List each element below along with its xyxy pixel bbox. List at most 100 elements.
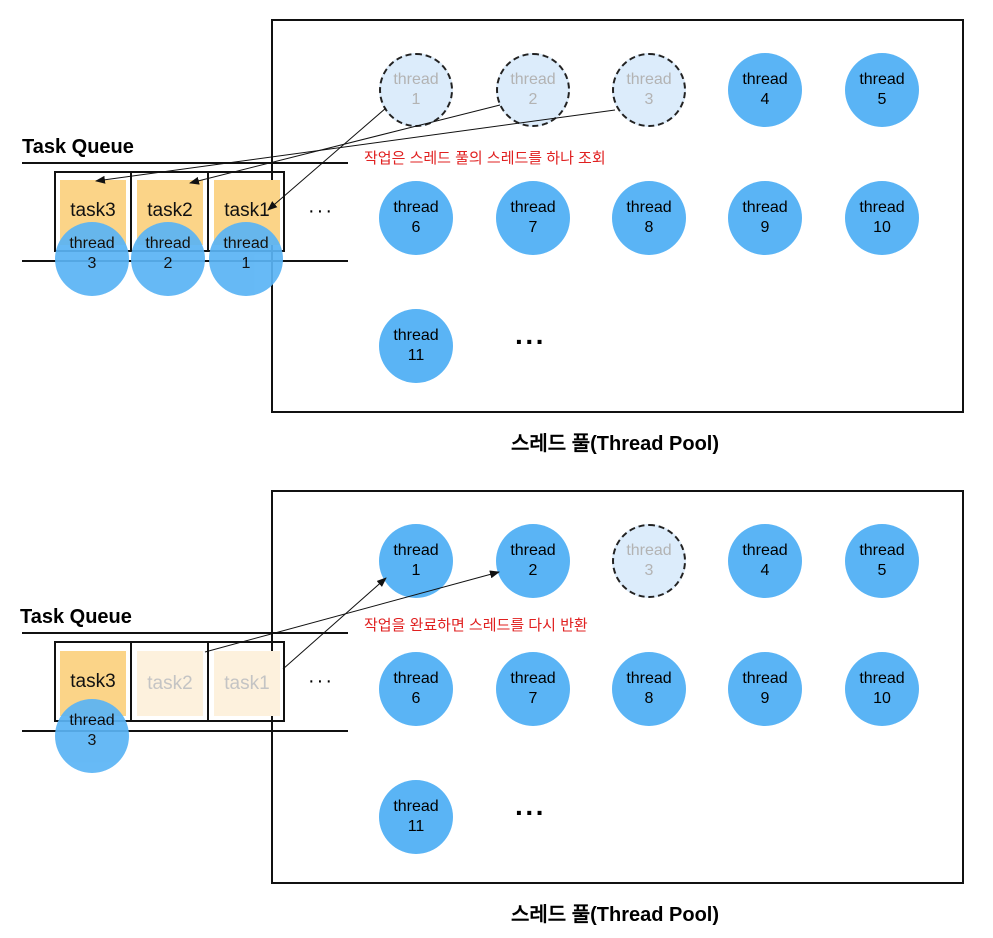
pool-thread-2: thread 2 bbox=[496, 53, 570, 127]
thread-number: 7 bbox=[528, 690, 538, 707]
pool-thread-8: thread 8 bbox=[612, 181, 686, 255]
thread-label: thread bbox=[742, 542, 788, 559]
thread-label: thread bbox=[510, 71, 556, 88]
thread-number: 9 bbox=[760, 690, 770, 707]
thread-label: thread bbox=[742, 71, 788, 88]
pool-thread-4: thread 4 bbox=[728, 53, 802, 127]
thread-label: thread bbox=[393, 670, 439, 687]
pool-thread-11: thread 11 bbox=[379, 780, 453, 854]
thread-label: thread bbox=[393, 199, 439, 216]
task-label: task1 bbox=[224, 672, 270, 694]
pool-thread-7: thread 7 bbox=[496, 652, 570, 726]
thread-label: thread bbox=[510, 542, 556, 559]
thread-number: 7 bbox=[528, 219, 538, 236]
queue-divider bbox=[54, 641, 132, 722]
thread-label: thread bbox=[626, 199, 672, 216]
pool-caption: 스레드 풀(Thread Pool) bbox=[510, 433, 720, 455]
thread-number: 6 bbox=[411, 690, 421, 707]
pool-thread-2: thread 2 bbox=[496, 524, 570, 598]
thread-label: thread bbox=[742, 199, 788, 216]
thread-number: 2 bbox=[528, 562, 538, 579]
queue-thread-3: thread 3 bbox=[55, 699, 129, 773]
pool-caption: 스레드 풀(Thread Pool) bbox=[510, 904, 720, 926]
thread-label: thread bbox=[626, 71, 672, 88]
pool-thread-10: thread 10 bbox=[845, 652, 919, 726]
task-card-task2: task2 bbox=[137, 651, 203, 716]
queue-title: Task Queue bbox=[20, 606, 132, 628]
pool-thread-9: thread 9 bbox=[728, 652, 802, 726]
thread-label: thread bbox=[626, 670, 672, 687]
thread-number: 1 bbox=[411, 91, 421, 108]
task-card-task1: task1 bbox=[214, 651, 280, 716]
thread-number: 6 bbox=[411, 219, 421, 236]
pool-thread-7: thread 7 bbox=[496, 181, 570, 255]
thread-label: thread bbox=[742, 670, 788, 687]
pool-thread-3: thread 3 bbox=[612, 524, 686, 598]
task-label: task3 bbox=[70, 671, 116, 692]
thread-number: 10 bbox=[873, 690, 891, 707]
queue-divider bbox=[131, 641, 209, 722]
pool-thread-3: thread 3 bbox=[612, 53, 686, 127]
queue-thread-3: thread 3 bbox=[55, 222, 129, 296]
annotation-text: 작업을 완료하면 스레드를 다시 반환 bbox=[364, 617, 588, 634]
thread-label: thread bbox=[393, 327, 439, 344]
thread-number: 11 bbox=[407, 347, 425, 364]
thread-number: 4 bbox=[760, 91, 770, 108]
queue-title: Task Queue bbox=[22, 136, 134, 158]
queue-top-line bbox=[22, 632, 348, 634]
thread-number: 2 bbox=[528, 91, 538, 108]
pool-thread-8: thread 8 bbox=[612, 652, 686, 726]
thread-number: 4 bbox=[760, 562, 770, 579]
queue-divider bbox=[54, 171, 132, 252]
task-label: task3 bbox=[70, 200, 116, 221]
thread-number: 3 bbox=[644, 91, 654, 108]
thread-label: thread bbox=[393, 71, 439, 88]
thread-label: thread bbox=[393, 798, 439, 815]
queue-thread-2: thread 2 bbox=[131, 222, 205, 296]
queue-ellipsis: ··· bbox=[308, 200, 334, 222]
queue-ellipsis: ··· bbox=[308, 670, 334, 692]
thread-number: 10 bbox=[873, 219, 891, 236]
annotation-text: 작업은 스레드 풀의 스레드를 하나 조회 bbox=[364, 150, 606, 167]
thread-number: 2 bbox=[163, 255, 173, 272]
pool-thread-9: thread 9 bbox=[728, 181, 802, 255]
thread-label: thread bbox=[69, 235, 115, 252]
thread-label: thread bbox=[393, 542, 439, 559]
pool-ellipsis: ··· bbox=[515, 797, 546, 828]
pool-ellipsis: ··· bbox=[515, 326, 546, 357]
thread-label: thread bbox=[69, 712, 115, 729]
thread-number: 1 bbox=[241, 255, 251, 272]
pool-thread-6: thread 6 bbox=[379, 181, 453, 255]
thread-label: thread bbox=[859, 670, 905, 687]
thread-label: thread bbox=[859, 199, 905, 216]
pool-thread-6: thread 6 bbox=[379, 652, 453, 726]
queue-thread-1: thread 1 bbox=[209, 222, 283, 296]
pool-thread-5: thread 5 bbox=[845, 524, 919, 598]
queue-slots bbox=[54, 641, 285, 722]
thread-number: 8 bbox=[644, 219, 654, 236]
queue-top-line bbox=[22, 162, 348, 164]
thread-label: thread bbox=[626, 542, 672, 559]
thread-label: thread bbox=[223, 235, 269, 252]
queue-bottom-line bbox=[22, 730, 348, 732]
thread-label: thread bbox=[510, 199, 556, 216]
pool-thread-1: thread 1 bbox=[379, 524, 453, 598]
task-label: task1 bbox=[224, 200, 270, 221]
thread-number: 8 bbox=[644, 690, 654, 707]
thread-number: 11 bbox=[407, 818, 425, 835]
thread-label: thread bbox=[859, 542, 905, 559]
thread-number: 9 bbox=[760, 219, 770, 236]
thread-label: thread bbox=[859, 71, 905, 88]
thread-number: 3 bbox=[87, 732, 97, 749]
pool-thread-11: thread 11 bbox=[379, 309, 453, 383]
thread-number: 1 bbox=[411, 562, 421, 579]
pool-thread-5: thread 5 bbox=[845, 53, 919, 127]
pool-thread-10: thread 10 bbox=[845, 181, 919, 255]
thread-label: thread bbox=[510, 670, 556, 687]
thread-number: 3 bbox=[644, 562, 654, 579]
thread-number: 5 bbox=[877, 562, 887, 579]
task-label: task2 bbox=[147, 200, 193, 221]
pool-thread-1: thread 1 bbox=[379, 53, 453, 127]
thread-number: 3 bbox=[87, 255, 97, 272]
thread-number: 5 bbox=[877, 91, 887, 108]
